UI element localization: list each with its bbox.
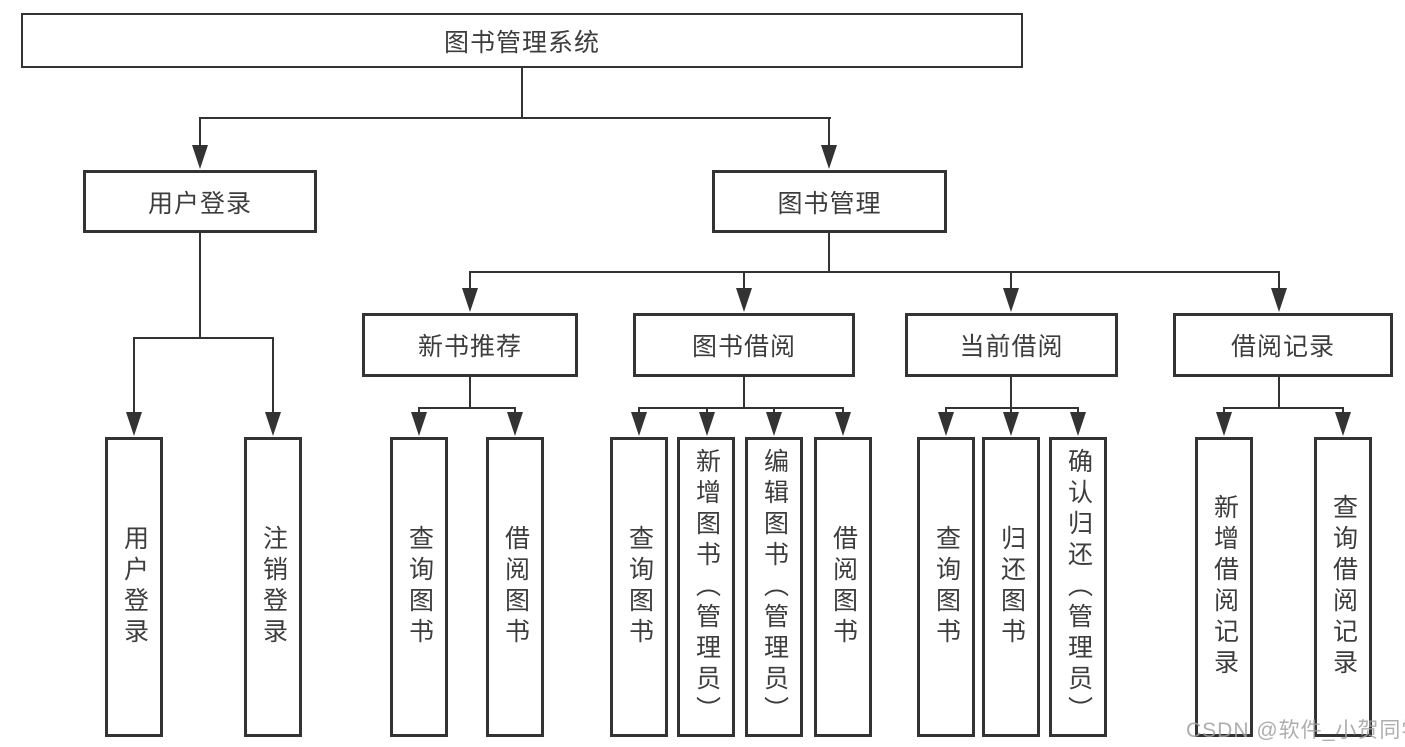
leaf-edit-book-admin: 编辑图书（管理员）	[745, 437, 803, 737]
node-book-management: 图书管理	[712, 170, 947, 233]
connector-line	[199, 117, 201, 145]
leaf-user-login-label: 用户登录	[120, 525, 149, 649]
node-new-book-recommend: 新书推荐	[362, 313, 578, 377]
arrow-head	[835, 412, 851, 436]
connector-line	[945, 407, 947, 412]
leaf-query-book-2: 查询图书	[610, 437, 668, 737]
leaf-add-borrow-record: 新增借阅记录	[1195, 437, 1253, 737]
connector-line	[638, 407, 640, 412]
arrow-head	[631, 412, 647, 436]
connector-line	[272, 337, 274, 412]
leaf-return-book-label: 归还图书	[997, 525, 1026, 649]
leaf-borrow-book-2: 借阅图书	[814, 437, 872, 737]
leaf-return-book: 归还图书	[982, 437, 1040, 737]
connector-line	[828, 233, 830, 271]
connector-line	[418, 407, 420, 412]
arrow-head	[1335, 412, 1351, 436]
csdn-watermark: CSDN @软件_小贺同学	[1186, 719, 1405, 742]
leaf-logout: 注销登录	[244, 437, 302, 737]
connector-line	[199, 233, 201, 337]
node-user-login-label: 用户登录	[147, 189, 252, 218]
connector-line	[1010, 271, 1012, 288]
connector-line	[1077, 407, 1079, 412]
connector-line	[1278, 377, 1280, 407]
arrow-head	[1216, 412, 1232, 436]
arrow-head	[411, 412, 427, 436]
connector-line	[469, 271, 1280, 273]
connector-line	[1342, 407, 1344, 412]
connector-line	[638, 407, 844, 409]
leaf-borrow-book-1-label: 借阅图书	[501, 525, 530, 649]
node-book-borrow-label: 图书借阅	[691, 333, 796, 361]
node-book-borrow: 图书借阅	[633, 313, 855, 377]
arrow-head	[766, 412, 782, 436]
arrow-head	[126, 412, 142, 436]
connector-line	[514, 407, 516, 412]
connector-line	[1010, 377, 1012, 407]
connector-line	[469, 377, 471, 407]
node-book-management-label: 图书管理	[777, 189, 882, 218]
connector-line	[521, 68, 523, 117]
connector-line	[773, 407, 775, 412]
arrow-head	[1070, 412, 1086, 436]
arrow-head	[821, 145, 837, 169]
leaf-edit-book-admin-label: 编辑图书（管理员）	[760, 447, 789, 727]
node-current-borrow: 当前借阅	[905, 313, 1118, 377]
arrow-head	[462, 288, 478, 312]
arrow-head	[192, 145, 208, 169]
connector-line	[743, 271, 745, 288]
arrow-head	[938, 412, 954, 436]
leaf-borrow-book-1: 借阅图书	[486, 437, 544, 737]
connector-line	[133, 337, 135, 412]
leaf-add-book-admin-label: 新增图书（管理员）	[692, 447, 721, 727]
arrow-head	[736, 288, 752, 312]
leaf-user-login: 用户登录	[105, 437, 163, 737]
connector-line	[199, 117, 831, 119]
leaf-query-borrow-record-label: 查询借阅记录	[1329, 494, 1358, 680]
connector-line	[1223, 407, 1225, 412]
connector-line	[1010, 407, 1012, 412]
leaf-confirm-return-admin: 确认归还（管理员）	[1049, 437, 1107, 737]
connector-line	[469, 271, 471, 288]
connector-line	[828, 117, 830, 145]
node-borrow-record: 借阅记录	[1173, 313, 1393, 377]
node-borrow-record-label: 借阅记录	[1230, 333, 1335, 361]
arrow-head	[699, 412, 715, 436]
leaf-query-book-3-label: 查询图书	[932, 525, 961, 649]
leaf-borrow-book-2-label: 借阅图书	[829, 525, 858, 649]
arrow-head	[1003, 288, 1019, 312]
connector-line	[842, 407, 844, 412]
connector-line	[418, 407, 516, 409]
leaf-add-book-admin: 新增图书（管理员）	[677, 437, 735, 737]
node-current-borrow-label: 当前借阅	[959, 333, 1064, 361]
connector-line	[743, 377, 745, 407]
arrow-head	[1003, 412, 1019, 436]
leaf-confirm-return-admin-label: 确认归还（管理员）	[1064, 447, 1093, 727]
node-user-login: 用户登录	[83, 170, 317, 233]
leaf-logout-label: 注销登录	[259, 525, 288, 649]
leaf-query-book-1: 查询图书	[390, 437, 448, 737]
leaf-query-book-1-label: 查询图书	[405, 525, 434, 649]
connector-line	[1278, 271, 1280, 288]
arrow-head	[1271, 288, 1287, 312]
arrow-head	[265, 412, 281, 436]
node-new-book-recommend-label: 新书推荐	[417, 333, 522, 361]
arrow-head	[507, 412, 523, 436]
leaf-query-book-3: 查询图书	[917, 437, 975, 737]
connector-line	[133, 337, 274, 339]
leaf-query-book-2-label: 查询图书	[625, 525, 654, 649]
leaf-add-borrow-record-label: 新增借阅记录	[1210, 494, 1239, 680]
leaf-query-borrow-record: 查询借阅记录	[1314, 437, 1372, 737]
node-root-label: 图书管理系统	[443, 28, 600, 57]
connector-line	[1223, 407, 1344, 409]
node-root: 图书管理系统	[21, 13, 1023, 68]
connector-line	[706, 407, 708, 412]
connector-line	[945, 407, 1079, 409]
